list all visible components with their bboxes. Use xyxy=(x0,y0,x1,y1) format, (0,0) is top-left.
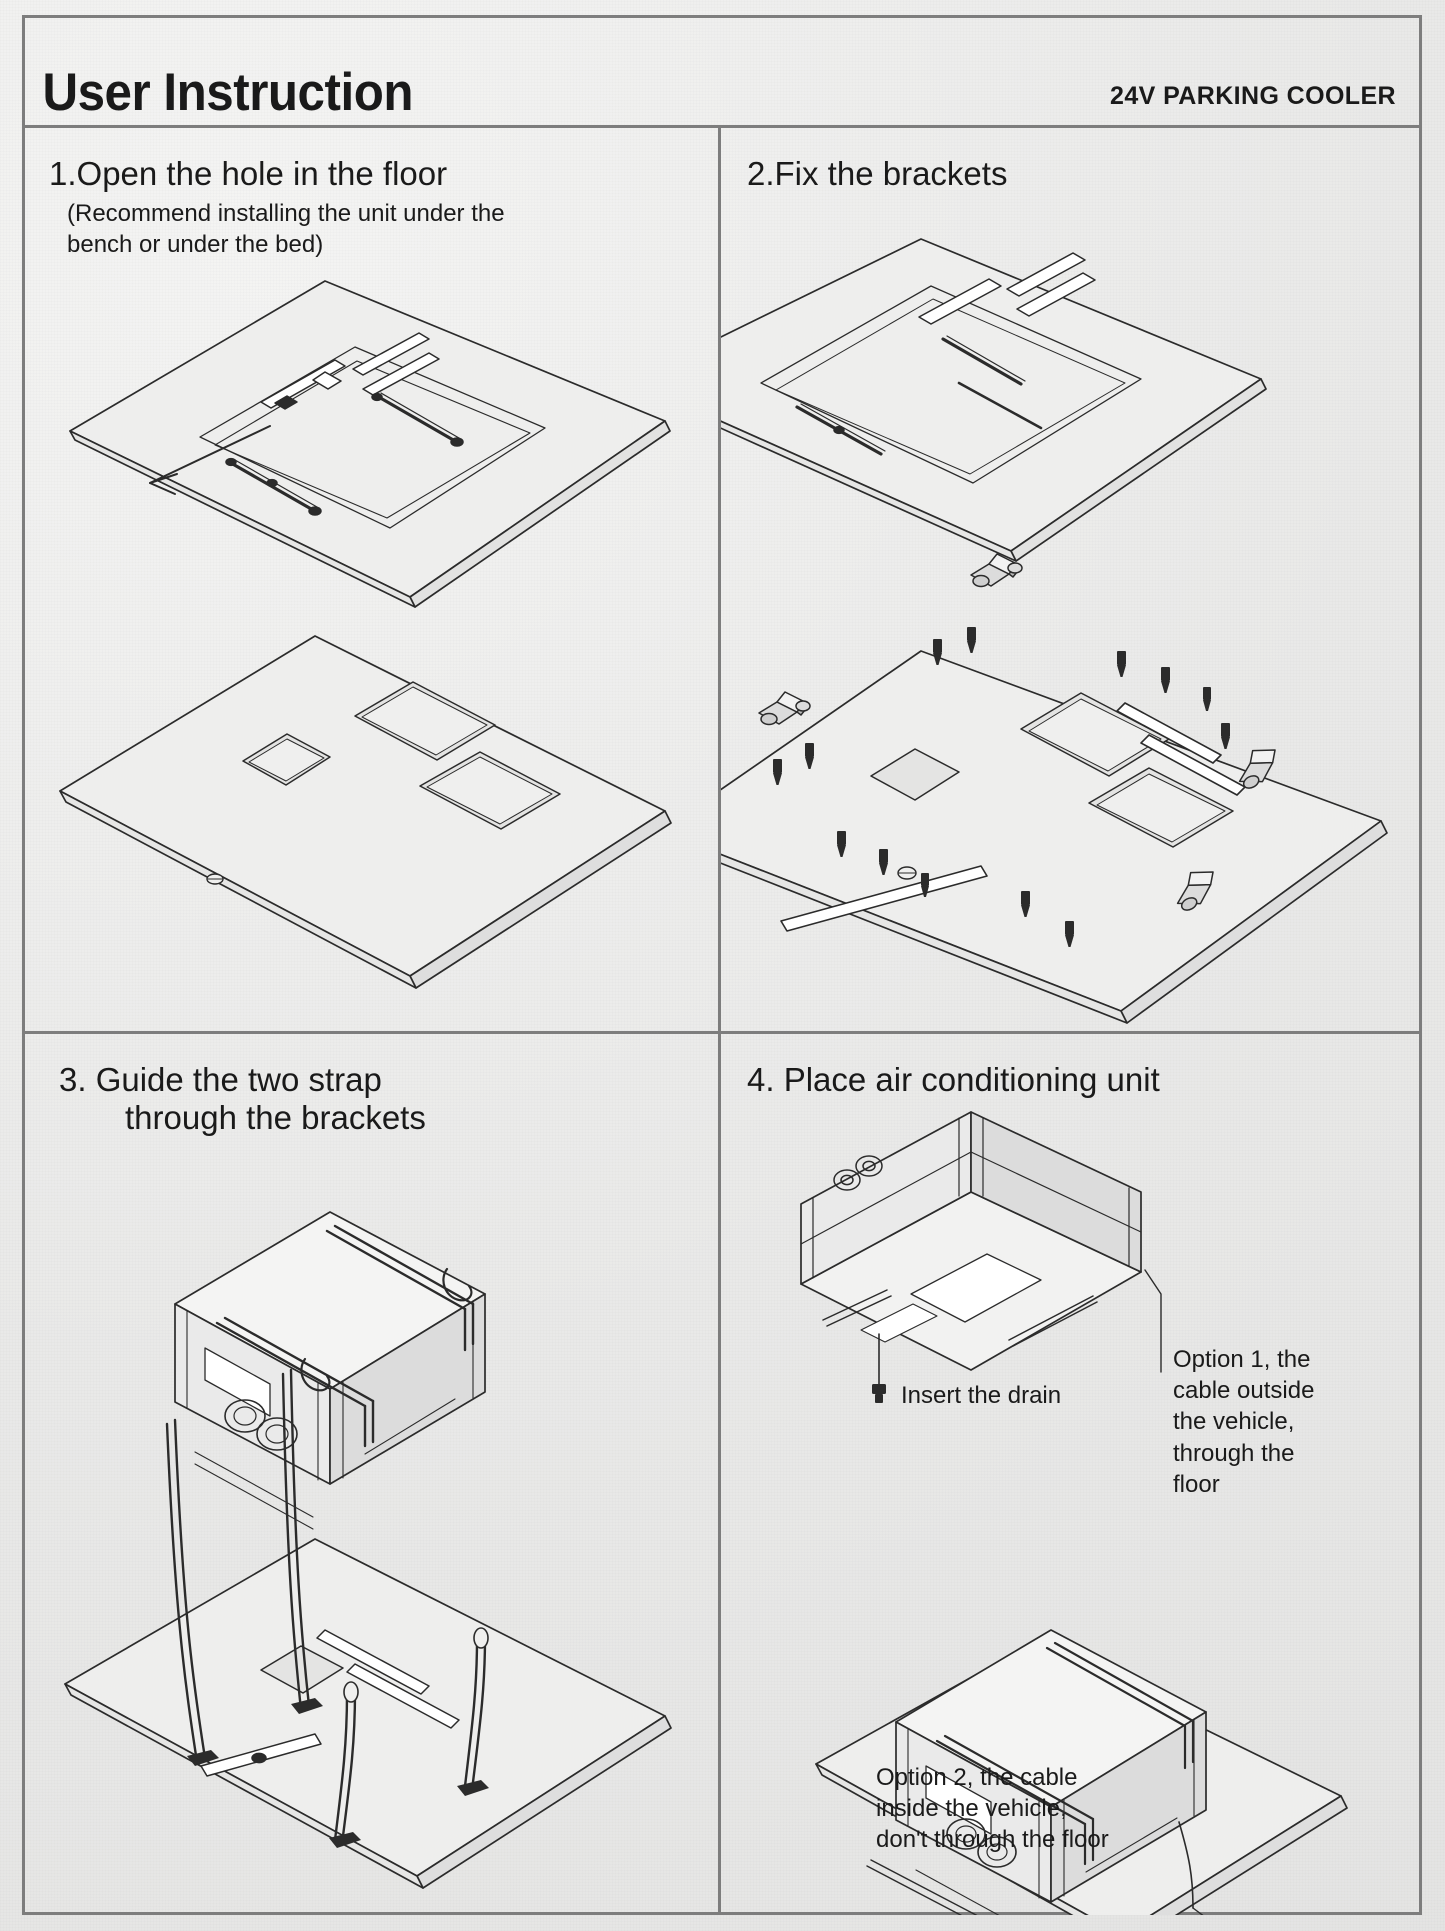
horizontal-divider xyxy=(22,1031,1422,1034)
step-4-heading: 4. Place air conditioning unit xyxy=(747,1061,1160,1098)
step-1-panel: 1.Open the hole in the floor (Recommend … xyxy=(25,131,718,1031)
step-2-heading: 2.Fix the brackets xyxy=(747,155,1008,192)
step-3-figure xyxy=(64,1211,672,1889)
callout-insert-drain: Insert the drain xyxy=(901,1382,1062,1409)
step-1-note: (Recommend installing the unit under the… xyxy=(67,200,505,258)
callout-option-1: Option 1, the cable outside the vehicle,… xyxy=(1173,1346,1315,1498)
sheet-border xyxy=(22,15,1422,1915)
step-4-panel: 4. Place air conditioning unit xyxy=(721,1034,1422,1915)
step-2-panel: 2.Fix the brackets xyxy=(721,131,1422,1031)
page-title: User Instruction xyxy=(42,63,413,122)
step-3-heading-line2: through the brackets xyxy=(125,1099,426,1137)
step-2-figure xyxy=(721,238,1388,1024)
step-1-heading: 1.Open the hole in the floor xyxy=(49,155,448,192)
product-name: 24V PARKING COOLER xyxy=(1110,82,1396,110)
callout-option-2: Option 2, the cable inside the vehicle, … xyxy=(876,1764,1109,1854)
step-3-heading-line1: 3. Guide the two strap xyxy=(59,1061,382,1098)
step-1-figure xyxy=(59,280,672,989)
document-header: User Instruction 24V PARKING COOLER xyxy=(22,15,1422,128)
vertical-divider xyxy=(718,128,721,1915)
